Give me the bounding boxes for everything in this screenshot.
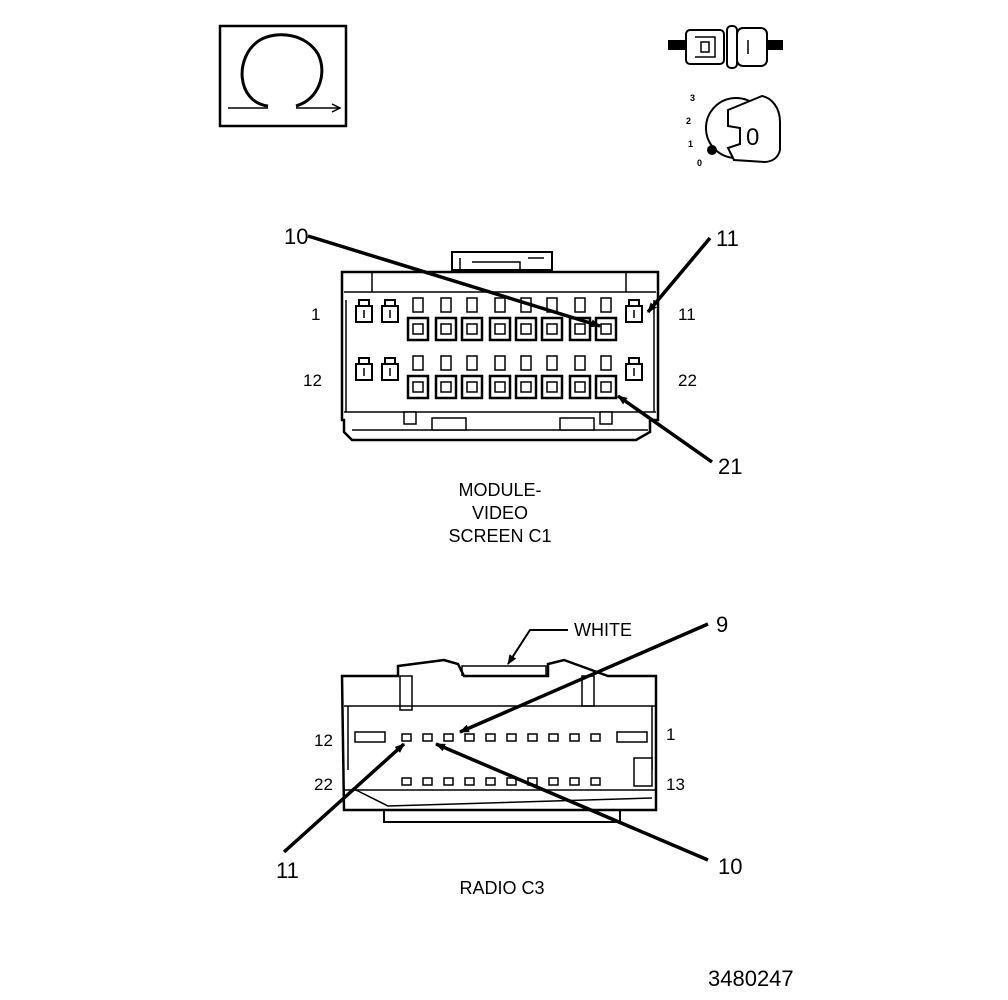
c1-cavity <box>406 297 430 342</box>
c3-cavity <box>464 777 475 786</box>
c1-cavity <box>514 355 538 400</box>
c1-callout-21: 21 <box>718 454 742 479</box>
c3-pin-label-1: 1 <box>666 725 675 744</box>
c3-cavity <box>401 733 412 742</box>
c3-cavity <box>548 733 559 742</box>
c3-cavity <box>548 777 559 786</box>
c3-caption: RADIO C3 <box>459 878 544 898</box>
c1-cavity <box>625 299 643 323</box>
c1-cavity <box>488 355 512 400</box>
c1-cavity <box>460 297 484 342</box>
c3-pin-label-22: 22 <box>314 775 333 794</box>
c1-cavity <box>488 297 512 342</box>
c1-cavity <box>568 297 592 342</box>
c1-cavity <box>540 297 564 342</box>
c1-cavity <box>460 355 484 400</box>
c1-cavity <box>594 355 618 400</box>
c1-caption-line-3: SCREEN C1 <box>448 526 551 546</box>
connector-c3 <box>340 658 658 823</box>
connector-disconnect-icon <box>668 25 783 69</box>
c1-pin-label-11: 11 <box>678 305 696 324</box>
ignition-key-icon: 3 2 1 0 0 <box>686 93 781 168</box>
ohmmeter-symbol-icon <box>218 24 348 128</box>
c3-pin-label-12: 12 <box>314 731 333 750</box>
c3-cavity <box>464 733 475 742</box>
c3-callout-10: 10 <box>718 854 742 879</box>
c3-cavity <box>422 777 433 786</box>
c1-cavity <box>355 357 373 381</box>
figure-number: 3480247 <box>708 966 794 991</box>
c1-callout-11: 11 <box>716 226 739 251</box>
c3-callout-10-arrow <box>435 742 709 862</box>
c3-cavity <box>401 777 412 786</box>
c1-pin-label-1: 1 <box>311 305 320 324</box>
c3-cavity <box>443 733 454 742</box>
c1-caption-line-2: VIDEO <box>472 503 528 523</box>
c1-cavity <box>381 299 399 323</box>
c3-cavity <box>569 733 580 742</box>
connector-c1 <box>340 251 660 442</box>
c1-pin-label-22: 22 <box>678 371 697 390</box>
c3-cavity <box>485 733 496 742</box>
connector-c1-cavities <box>355 297 643 400</box>
c1-cavity <box>625 357 643 381</box>
ignition-position-2: 2 <box>686 116 691 126</box>
c1-callout-11-arrow <box>646 236 712 314</box>
c1-cavity <box>406 355 430 400</box>
ignition-position-1: 1 <box>688 139 693 149</box>
c3-callout-9-arrow <box>459 622 709 734</box>
c3-callout-11-arrow <box>282 742 406 854</box>
c1-cavity <box>568 355 592 400</box>
c3-callout-11: 11 <box>276 858 299 883</box>
c3-cavity <box>569 777 580 786</box>
c1-cavity <box>381 357 399 381</box>
c1-pin-label-12: 12 <box>303 371 322 390</box>
ignition-position-3: 3 <box>690 93 695 103</box>
ignition-position-0: 0 <box>697 158 702 168</box>
c3-cavity <box>422 733 433 742</box>
c3-white-leader <box>507 629 568 665</box>
c1-cavity <box>540 355 564 400</box>
c1-callout-10-arrow <box>307 234 601 328</box>
c3-callout-9: 9 <box>716 612 728 637</box>
c3-cavity <box>485 777 496 786</box>
c1-callout-10: 10 <box>284 224 308 249</box>
c3-cavity <box>590 777 601 786</box>
c1-caption-line-1: MODULE- <box>458 480 541 500</box>
c3-cavity <box>590 733 601 742</box>
c1-cavity <box>355 299 373 323</box>
c1-callout-21-arrow <box>616 394 714 464</box>
c1-cavity <box>594 297 618 342</box>
ignition-key-label: 0 <box>746 124 759 151</box>
c3-pin-label-13: 13 <box>666 775 685 794</box>
c3-cavity <box>443 777 454 786</box>
c1-cavity <box>434 297 458 342</box>
c3-cavity <box>506 733 517 742</box>
c3-color-label: WHITE <box>574 620 632 640</box>
c3-cavity <box>527 733 538 742</box>
c1-cavity <box>434 355 458 400</box>
